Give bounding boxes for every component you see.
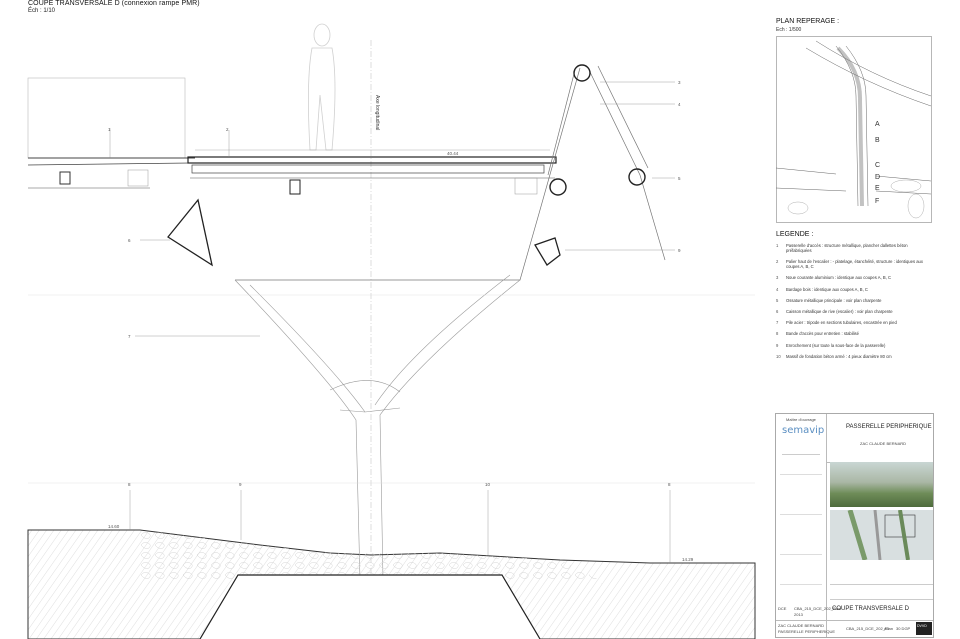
sheet-title: COUPE TRANSVERSALE D (832, 606, 909, 612)
client-label: Maître d'ouvrage (786, 417, 816, 422)
axis-label: Axe longitudinal (374, 95, 380, 130)
level-right: 14.29 (682, 557, 694, 562)
legend-title: LEGENDE : (776, 231, 814, 238)
project-subtitle: ZAC CLAUDE BERNARD (860, 441, 907, 446)
plan-letter-f: F (875, 198, 879, 205)
revision-table (830, 584, 933, 600)
site-plan-photo (830, 509, 933, 561)
plan-scale: Ech : 1/500 (776, 27, 802, 33)
phase: DCE (778, 606, 787, 611)
site-photo (830, 462, 933, 507)
callout-2: 2 (226, 127, 229, 132)
plan-letter-c: C (875, 162, 880, 169)
year: 2013 (794, 612, 803, 617)
drawing-code-bottom: CBA_215_DCE_202_Plan (846, 626, 893, 631)
tripod-pier (234, 274, 521, 581)
project-title: PASSERELLE PERIPHERIQUE (846, 424, 932, 430)
location-plan: A B C D E F (776, 36, 932, 223)
callout-6: 6 (128, 238, 131, 243)
paper-format: A0 (884, 626, 889, 631)
callout-9b: 9 (678, 248, 681, 253)
callout-9: 9 (239, 482, 242, 487)
plan-letter-b: B (875, 137, 880, 144)
callout-10: 10 (485, 482, 491, 487)
callout-leaders (109, 81, 675, 563)
ground-profile (27, 529, 756, 639)
title-block: Maître d'ouvrage semavip PASSERELLE PERI… (775, 413, 934, 638)
plan-letter-d: D (875, 174, 880, 181)
level-left: 14.60 (108, 524, 120, 529)
sheet-number: 30 DGP (896, 626, 911, 631)
plan-letter-e: E (875, 185, 880, 192)
site-subtitle: PASSERELLE PERIPHERIQUE (778, 629, 836, 634)
project-header: PASSERELLE PERIPHERIQUE ZAC CLAUDE BERNA… (826, 414, 933, 463)
tube-sections (549, 64, 646, 196)
dimension-mid: 40.44 (447, 151, 459, 156)
client-logo: semavip (782, 425, 825, 436)
drawing-scale: Éch : 1/10 (28, 8, 56, 14)
stamp-logo: DVVD (916, 622, 932, 635)
callout-1: 1 (108, 127, 111, 132)
steel-frame (235, 65, 666, 281)
edge-caissons (167, 198, 561, 267)
person-silhouette (308, 23, 336, 151)
drawing-title: COUPE TRANSVERSALE D (connexion rampe PM… (28, 0, 200, 7)
drawing-code: CBA_215_DCE_202_Plan (794, 606, 841, 611)
access-ramp (27, 77, 195, 189)
callout-7: 7 (128, 334, 131, 339)
callout-8: 8 (128, 482, 131, 487)
callout-8b: 8 (668, 482, 671, 487)
deck (187, 149, 557, 195)
title-block-partners: Maître d'ouvrage semavip (776, 414, 827, 637)
plan-letter-a: A (875, 121, 880, 128)
plan-title: PLAN REPERAGE : (776, 18, 840, 25)
callout-4: 4 (678, 102, 681, 107)
callout-5: 5 (678, 176, 681, 181)
site-name: ZAC CLAUDE BERNARD (778, 623, 825, 628)
callout-3: 3 (678, 80, 681, 85)
